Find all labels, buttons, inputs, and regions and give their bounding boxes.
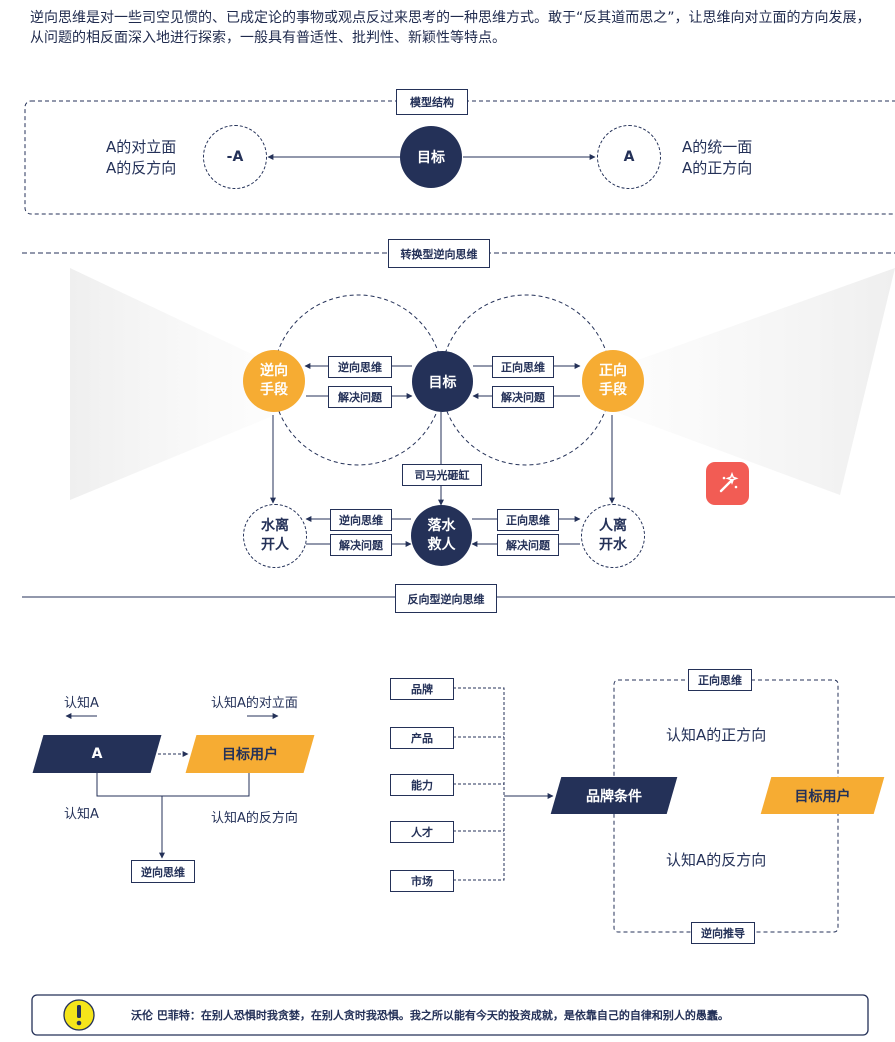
magic-wand-icon (719, 471, 739, 492)
bridge-label: 司马光砸缸 (402, 464, 482, 486)
top-left-reverse-box: 逆向思维 (328, 356, 392, 378)
model-left-node: -A (203, 125, 267, 189)
brand-input-market: 市场 (390, 870, 454, 892)
reverse-thinking-box: 逆向思维 (131, 860, 195, 883)
reverse-title: 反向型逆向思维 (395, 584, 497, 613)
node-a: A (38, 735, 156, 773)
quote-text: 沃伦 巴菲特：在别人恐惧时我贪婪，在别人贪时我恐惧。我之所以能有今天的投资成就，… (131, 1009, 729, 1022)
warning-icon (63, 999, 95, 1031)
top-right-forward-box: 正向思维 (492, 356, 554, 378)
model-right-node: A (597, 125, 661, 189)
transform-goal-node: 目标 (412, 351, 473, 412)
water-leaves-node: 水离 开人 (243, 504, 307, 568)
bottom-right-label: 认知A的反方向 (211, 811, 298, 826)
node-target-user: 目标用户 (191, 735, 309, 773)
negative-direction-text: 认知A的反方向 (666, 851, 767, 869)
model-center-node: 目标 (400, 126, 462, 188)
forward-thinking-tag: 正向思维 (688, 669, 752, 691)
bottom-left-solve-box: 解决问题 (330, 534, 392, 556)
top-left-label: 认知A (64, 696, 99, 711)
forward-means-node: 正向 手段 (582, 350, 644, 412)
intro-paragraph: 逆向思维是对一些司空见惯的、已成定论的事物或观点反过来思考的一种思维方式。敢于“… (30, 10, 871, 46)
magic-wand-button[interactable] (706, 462, 749, 505)
bottom-left-reverse-box: 逆向思维 (330, 509, 392, 531)
brand-input-ability: 能力 (390, 774, 454, 796)
brand-target-user: 目标用户 (766, 777, 879, 814)
rescue-node: 落水 救人 (411, 505, 472, 566)
top-right-label: 认知A的对立面 (211, 696, 298, 711)
brand-condition-node: 品牌条件 (556, 777, 672, 814)
bottom-right-solve-box: 解决问题 (497, 534, 559, 556)
bottom-left-label: 认知A (64, 807, 99, 822)
person-leaves-node: 人离 开水 (581, 504, 645, 568)
brand-input-brand: 品牌 (390, 678, 454, 700)
left-beam (70, 268, 275, 500)
top-left-solve-box: 解决问题 (328, 386, 392, 408)
transform-title: 转换型逆向思维 (388, 239, 490, 268)
right-beam (610, 268, 895, 495)
model-right-text: A的统一面 A的正方向 (682, 138, 753, 177)
bottom-right-forward-box: 正向思维 (497, 509, 559, 531)
brand-input-product: 产品 (390, 727, 454, 749)
positive-direction-text: 认知A的正方向 (666, 726, 767, 744)
model-left-text: A的对立面 A的反方向 (106, 138, 177, 177)
brand-input-talent: 人才 (390, 821, 454, 843)
model-title: 模型结构 (396, 89, 468, 115)
quote-frame (31, 994, 869, 1036)
top-right-solve-box: 解决问题 (492, 386, 554, 408)
reverse-means-node: 逆向 手段 (243, 350, 305, 412)
backward-derivation-tag: 逆向推导 (691, 922, 755, 944)
